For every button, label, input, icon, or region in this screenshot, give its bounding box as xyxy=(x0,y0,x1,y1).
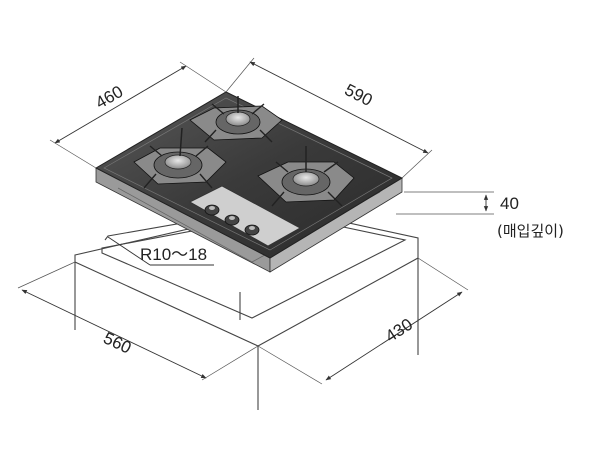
dimension-height-note: (매입깊이) xyxy=(497,222,564,240)
control-knobs xyxy=(204,204,260,236)
dimension-top-depth-label: 460 xyxy=(92,82,126,113)
dimension-cutout-depth: 430 xyxy=(257,257,469,385)
control-panel xyxy=(189,185,301,247)
dimension-height: 40 (매입깊이) xyxy=(396,191,564,240)
dimension-cutout-width: 560 xyxy=(17,261,259,381)
dimension-cutout-width-label: 560 xyxy=(100,328,134,357)
dimension-top-width-label: 590 xyxy=(342,80,376,110)
dimension-cutout-depth-label: 430 xyxy=(382,315,416,346)
burner-right xyxy=(257,146,355,207)
corner-radius-label: R10～18 xyxy=(140,245,207,264)
corner-radius-callout: R10～18 xyxy=(107,236,214,266)
burner-left xyxy=(133,127,227,189)
dimension-height-label: 40 xyxy=(500,194,519,213)
